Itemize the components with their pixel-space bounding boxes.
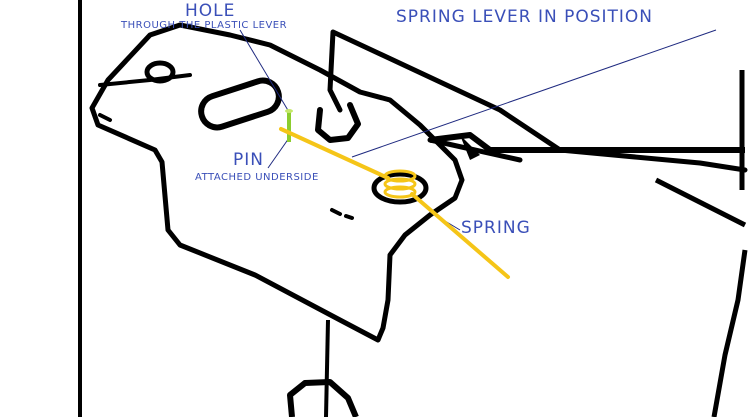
lever-slot-hole	[198, 77, 282, 131]
spring-label: SPRING	[461, 218, 531, 238]
pin-marker-top	[285, 109, 293, 113]
lever-hook	[315, 102, 361, 143]
shaft	[429, 132, 745, 153]
hole-label: HOLE	[185, 1, 236, 21]
pin-leader-line	[267, 137, 290, 169]
right-housing-outline	[711, 70, 748, 417]
right-housing-dash	[654, 177, 747, 228]
pin-label: PIN	[233, 150, 264, 170]
lower-post	[324, 319, 330, 417]
spring-mount-hole	[371, 171, 429, 205]
plastic-lever-outline	[89, 22, 465, 343]
shaft-end	[460, 135, 480, 160]
pin-sublabel: ATTACHED UNDERSIDE	[195, 172, 319, 183]
diagram-title: SPRING LEVER IN POSITION	[396, 7, 654, 27]
lever-inner-edge	[98, 73, 192, 122]
title-leader-line	[351, 29, 717, 158]
lever-mark	[330, 208, 354, 220]
bottom-round-piece	[287, 379, 359, 417]
lever-small-hole	[144, 60, 176, 84]
hole-leader-line	[239, 29, 290, 113]
hole-sublabel: THROUGH THE PLASTIC LEVER	[121, 20, 288, 31]
spring-marker	[279, 127, 510, 279]
